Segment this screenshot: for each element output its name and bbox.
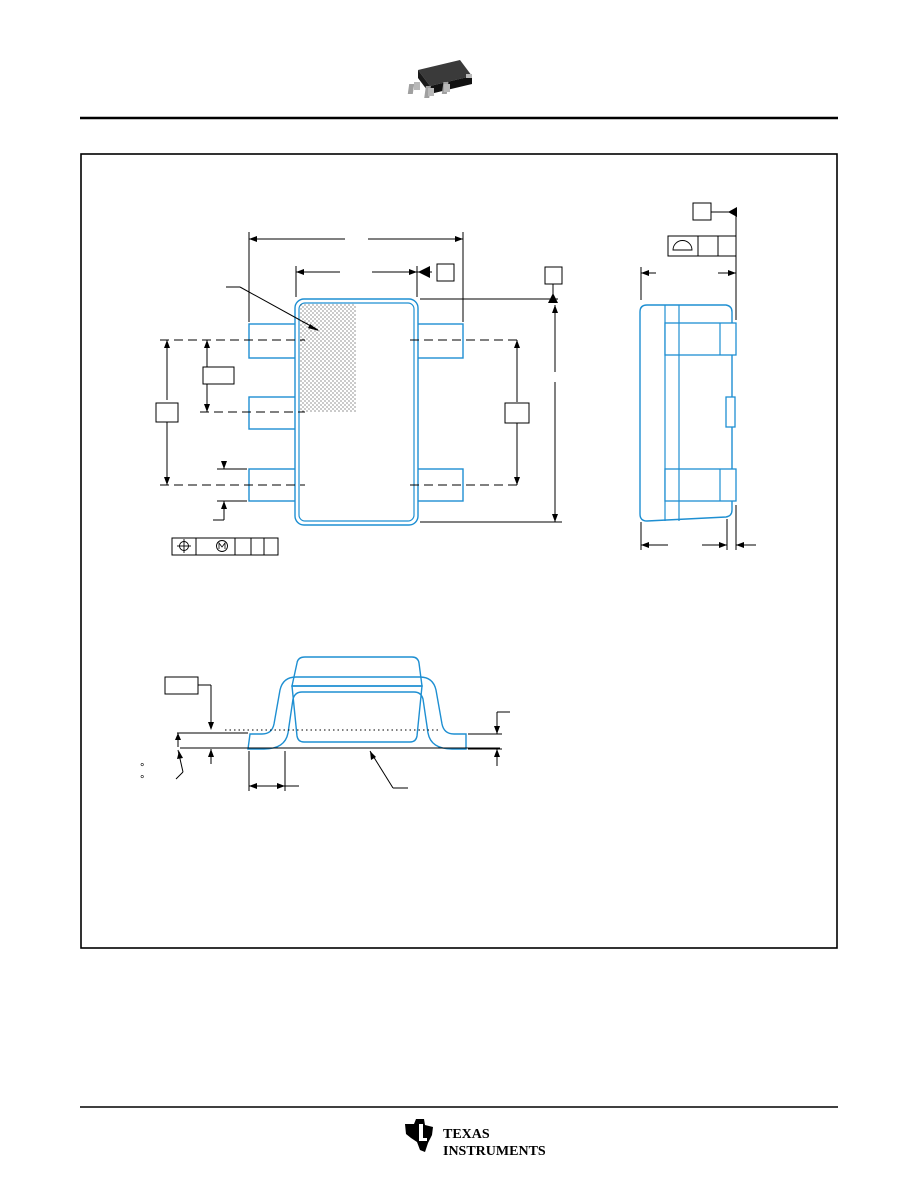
lead-pin-2 xyxy=(248,396,298,430)
side-body-outline xyxy=(639,304,733,522)
side-view xyxy=(639,202,756,550)
profile-surface-icon xyxy=(672,240,693,251)
sot-23-6-package-icon xyxy=(407,60,472,98)
lead-pin-1 xyxy=(248,323,298,359)
basic-dimension-box-right xyxy=(504,402,530,424)
front-view: ° ° xyxy=(140,656,510,791)
basic-dimension-box-pitch xyxy=(202,366,235,385)
degree-mark-2: ° xyxy=(140,774,144,786)
position-tolerance-frame xyxy=(171,537,279,556)
drawing-frame xyxy=(80,153,838,949)
lead-pin-6 xyxy=(415,323,464,359)
degree-mark-1: ° xyxy=(140,762,144,774)
front-body-upper xyxy=(291,656,423,687)
profile-tolerance-frame xyxy=(667,235,737,257)
front-body-lower xyxy=(291,685,423,743)
datum-box-a xyxy=(544,266,563,285)
ti-state-icon xyxy=(405,1119,433,1152)
front-lead xyxy=(247,676,467,750)
ti-logo-line1: TEXAS xyxy=(443,1127,490,1142)
datum-box-c xyxy=(692,202,712,221)
pin1-index-area xyxy=(300,304,356,412)
gauge-plane-box xyxy=(164,676,199,695)
basic-dimension-box-left xyxy=(155,402,179,423)
datum-box-b xyxy=(436,263,455,282)
top-view xyxy=(155,232,563,556)
mmc-symbol-icon xyxy=(216,540,228,552)
ti-logo-line2: INSTRUMENTS xyxy=(443,1144,546,1159)
